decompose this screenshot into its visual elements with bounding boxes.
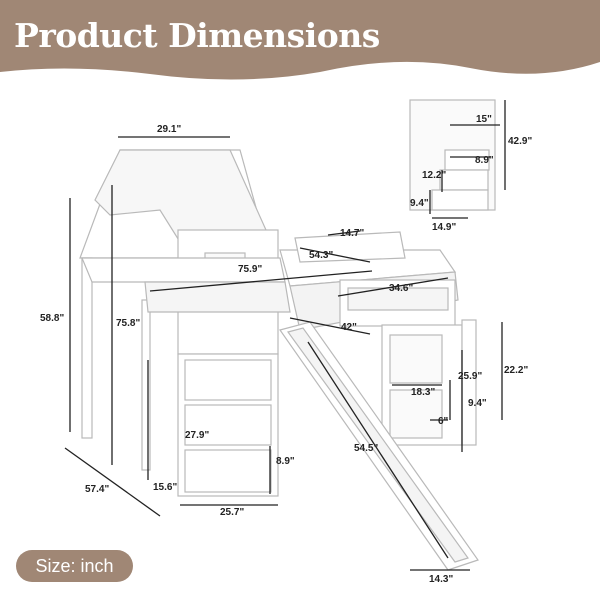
dim-bed-length: 75.9"	[238, 264, 263, 275]
header-wave-shape	[0, 0, 600, 80]
dim-slide-length: 54.5"	[354, 443, 379, 454]
dim-drawer-8-9: 8.9"	[276, 456, 295, 467]
page-title: Product Dimensions	[14, 16, 380, 55]
dim-cabinet-22-2: 22.2"	[504, 365, 529, 376]
dim-tower-height: 75.8"	[116, 318, 141, 329]
dim-14-7: 14.7"	[340, 228, 365, 239]
dim-cabinet-9-4: 9.4"	[468, 398, 487, 409]
dim-drawer-width: 25.7"	[220, 507, 245, 518]
dim-stair-9-4: 9.4"	[410, 198, 429, 209]
dim-depth-57-4: 57.4"	[85, 484, 110, 495]
dim-stair-8-9: 8.9"	[475, 155, 494, 166]
dim-stair-15: 15"	[476, 114, 492, 125]
dim-15-6: 15.6"	[153, 482, 178, 493]
dim-slide-width: 14.3"	[429, 574, 454, 585]
dim-roof-width: 29.1"	[157, 124, 182, 135]
dim-stair-12-2: 12.2"	[422, 170, 447, 181]
dim-cabinet-25-9: 25.9"	[458, 371, 483, 382]
dim-total-height: 58.8"	[40, 313, 65, 324]
size-unit-badge: Size: inch	[16, 550, 133, 582]
dimension-lines	[64, 100, 506, 571]
dim-stair-14-9: 14.9"	[432, 222, 457, 233]
dim-depth-42: 42"	[341, 322, 357, 333]
dim-34-6: 34.6"	[389, 283, 414, 294]
dim-drawer-height: 27.9"	[185, 430, 210, 441]
dim-cabinet-6: 6"	[438, 416, 449, 427]
header-band: Product Dimensions	[0, 0, 600, 86]
dim-cabinet-18-3: 18.3"	[411, 387, 436, 398]
dim-stair-42-9: 42.9"	[508, 136, 533, 147]
dim-54-3: 54.3"	[309, 250, 334, 261]
